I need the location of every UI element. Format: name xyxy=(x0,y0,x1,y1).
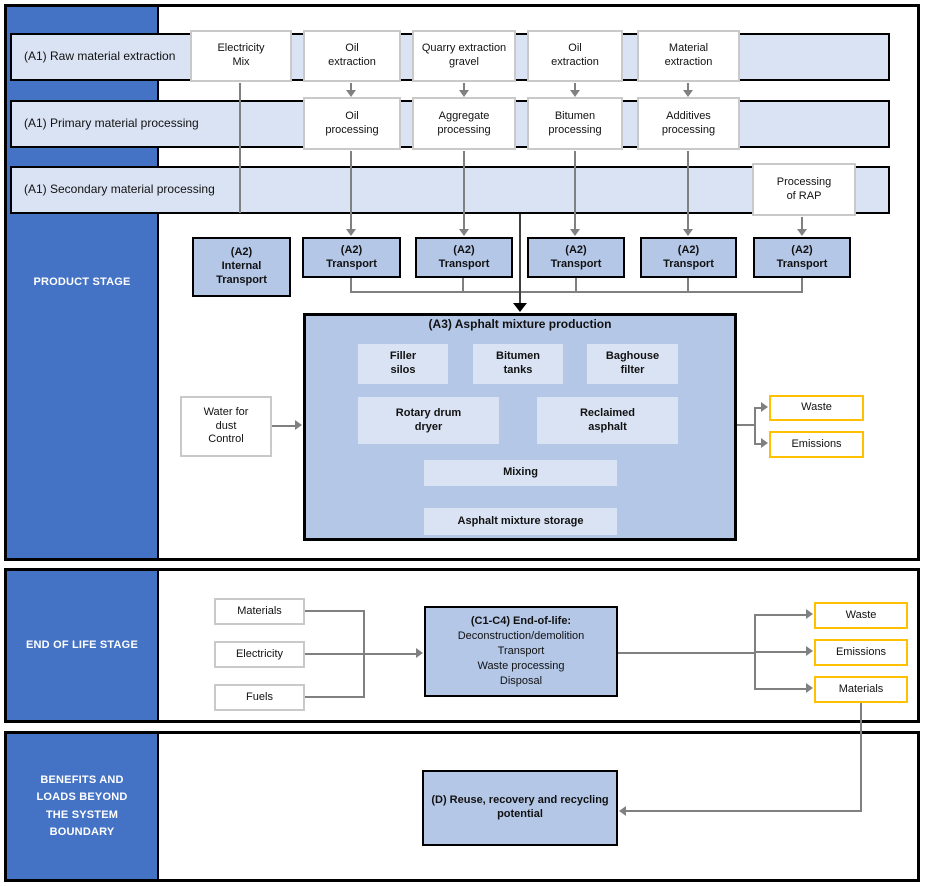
node-electricity-mix: Electricity Mix xyxy=(190,30,292,82)
arrowhead xyxy=(295,420,302,430)
connector-a3-out xyxy=(737,424,756,426)
arrowhead xyxy=(346,90,356,97)
a3-unit-reclaimed-asphalt: Reclaimed asphalt xyxy=(537,397,678,444)
a3-unit-asphalt-mixture-storage: Asphalt mixture storage xyxy=(424,508,617,535)
node-a2-transport-1: (A2) Transport xyxy=(302,237,401,278)
node-a2-internal-transport: (A2) Internal Transport xyxy=(192,237,291,297)
connector xyxy=(350,83,352,91)
connector-water xyxy=(272,425,295,427)
node-eol-materials-input: Materials xyxy=(214,598,305,625)
connector xyxy=(305,696,365,698)
connector-rap xyxy=(801,217,803,229)
connector-to-a3 xyxy=(519,214,521,304)
connector xyxy=(305,653,416,655)
connector xyxy=(575,278,577,293)
connector xyxy=(801,278,803,293)
node-a2-transport-5: (A2) Transport xyxy=(753,237,851,278)
node-material-extraction: Material extraction xyxy=(637,30,740,82)
node-oil-processing: Oil processing xyxy=(303,97,401,150)
node-emissions-output: Emissions xyxy=(769,431,864,458)
connector-materials-to-d xyxy=(626,810,862,812)
a3-unit-bitumen-tanks: Bitumen tanks xyxy=(473,344,563,384)
node-oil-extraction-1: Oil extraction xyxy=(303,30,401,82)
arrowhead xyxy=(619,806,626,816)
connector-materials-to-d xyxy=(860,703,862,812)
connector xyxy=(754,614,806,616)
arrowhead xyxy=(683,90,693,97)
connector xyxy=(462,278,464,293)
c1-c4-steps: Deconstruction/demolition Transport Wast… xyxy=(457,630,585,687)
benefits-sidebar: BENEFITS AND LOADS BEYOND THE SYSTEM BOU… xyxy=(7,734,159,879)
arrowhead xyxy=(570,90,580,97)
connector xyxy=(305,610,365,612)
a3-title: (A3) Asphalt mixture production xyxy=(428,317,612,331)
arrowhead xyxy=(459,229,469,236)
connector xyxy=(463,83,465,91)
node-c1-c4-end-of-life: (C1-C4) End-of-life: Deconstruction/demo… xyxy=(424,606,618,697)
connector xyxy=(350,151,352,229)
arrowhead xyxy=(797,229,807,236)
row-label: (A1) Secondary material processing xyxy=(24,182,215,197)
connector xyxy=(350,278,352,293)
node-processing-of-rap: Processing of RAP xyxy=(752,163,856,216)
connector xyxy=(687,278,689,293)
arrowhead xyxy=(416,648,423,658)
product-stage-sidebar: PRODUCT STAGE xyxy=(7,7,159,558)
end-of-life-sidebar: END OF LIFE STAGE xyxy=(7,571,159,720)
connector xyxy=(574,151,576,229)
arrowhead xyxy=(683,229,693,236)
node-eol-fuels-input: Fuels xyxy=(214,684,305,711)
row-label: (A1) Raw material extraction xyxy=(24,49,176,64)
node-a2-transport-2: (A2) Transport xyxy=(415,237,513,278)
connector xyxy=(463,151,465,229)
node-eol-electricity-input: Electricity xyxy=(214,641,305,668)
node-a2-transport-4: (A2) Transport xyxy=(640,237,737,278)
transport-bus-line xyxy=(350,291,803,293)
connector-electricity xyxy=(239,83,241,213)
node-aggregate-processing: Aggregate processing xyxy=(412,97,516,150)
node-eol-emissions-output: Emissions xyxy=(814,639,908,666)
connector xyxy=(574,83,576,91)
connector xyxy=(754,443,762,445)
node-additives-processing: Additives processing xyxy=(637,97,740,150)
arrowhead xyxy=(761,438,768,448)
a3-unit-baghouse-filter: Baghouse filter xyxy=(587,344,678,384)
a3-unit-filler-silos: Filler silos xyxy=(358,344,448,384)
node-waste-output: Waste xyxy=(769,395,864,421)
node-oil-extraction-2: Oil extraction xyxy=(527,30,623,82)
node-water-for-dust-control: Water for dust Control xyxy=(180,396,272,457)
node-d-reuse-recovery-recycling: (D) Reuse, recovery and recycling potent… xyxy=(422,770,618,846)
row-label: (A1) Primary material processing xyxy=(24,116,199,131)
arrowhead xyxy=(806,646,813,656)
a3-unit-rotary-drum-dryer: Rotary drum dryer xyxy=(358,397,499,444)
c1-c4-title: (C1-C4) End-of-life: xyxy=(470,615,572,628)
connector xyxy=(754,651,806,653)
arrowhead-a3 xyxy=(513,303,527,312)
arrowhead xyxy=(806,683,813,693)
arrowhead xyxy=(346,229,356,236)
arrowhead xyxy=(570,229,580,236)
arrowhead xyxy=(459,90,469,97)
node-bitumen-processing: Bitumen processing xyxy=(527,97,623,150)
a3-unit-mixing: Mixing xyxy=(424,460,617,486)
connector xyxy=(687,151,689,229)
node-eol-waste-output: Waste xyxy=(814,602,908,629)
connector xyxy=(754,688,806,690)
connector xyxy=(754,407,756,445)
arrowhead xyxy=(806,609,813,619)
connector xyxy=(754,407,762,409)
connector xyxy=(687,83,689,91)
node-quarry-extraction: Quarry extraction gravel xyxy=(412,30,516,82)
node-a2-transport-3: (A2) Transport xyxy=(527,237,625,278)
row-secondary-material-processing: (A1) Secondary material processing xyxy=(10,166,890,214)
arrowhead xyxy=(761,402,768,412)
connector xyxy=(618,652,756,654)
node-eol-materials-output: Materials xyxy=(814,676,908,703)
